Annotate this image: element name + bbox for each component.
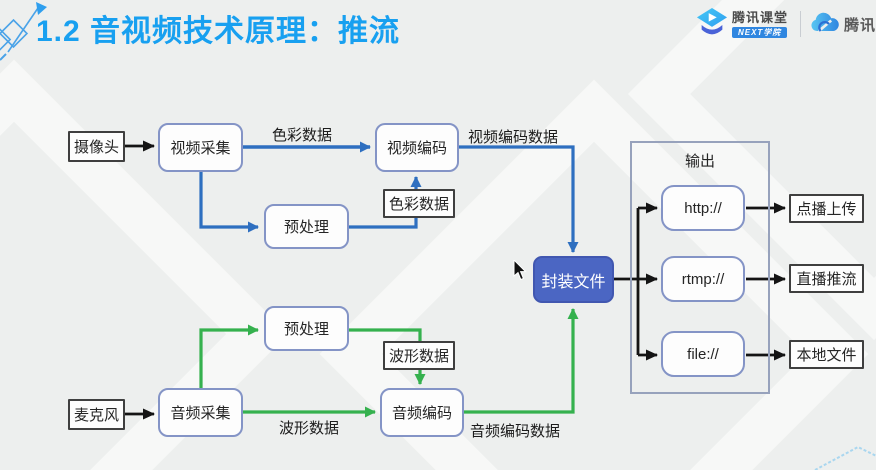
node-preprocess-audio: 预处理: [264, 306, 349, 351]
brand-area: 腾讯课堂 NEXT学院 腾讯: [696, 5, 876, 43]
node-camera: 摄像头: [68, 131, 125, 162]
label-video-encoded-data: 视频编码数据: [468, 129, 559, 146]
node-file: file://: [661, 331, 745, 377]
node-http: http://: [661, 185, 745, 231]
node-rtmp: rtmp://: [661, 256, 745, 302]
brand-divider: [799, 11, 801, 37]
arrow-video-encode-to-mux: [459, 145, 579, 253]
cloud-name: 腾讯: [843, 16, 876, 34]
mouse-cursor-icon: [513, 260, 527, 281]
tencent-classroom-logo-icon: [696, 8, 728, 35]
line-mux-to-output-branch: [614, 208, 640, 355]
node-audio-encode: 音频编码: [380, 388, 464, 437]
page-title: 1.2 音视频技术原理：推流: [36, 15, 401, 48]
node-video-capture: 视频采集: [158, 123, 243, 172]
label-waveform-data: 波形数据: [279, 420, 340, 437]
arrow-audio-capture-to-preprocess: [199, 324, 259, 388]
classroom-badge: NEXT学院: [731, 26, 788, 38]
node-waveform-box: 波形数据: [383, 341, 455, 370]
label-color-data: 色彩数据: [272, 127, 333, 144]
diamond-decor-icon: [0, 2, 47, 61]
arrow-video-capture-to-preprocess: [199, 172, 259, 233]
node-audio-capture: 音频采集: [158, 388, 243, 437]
node-vod-upload: 点播上传: [789, 194, 864, 223]
node-color-data-box: 色彩数据: [383, 189, 455, 218]
classroom-brand-text: 腾讯课堂 NEXT学院: [731, 9, 788, 38]
label-audio-encoded-data: 音频编码数据: [470, 423, 561, 440]
output-group: 输出: [630, 141, 770, 394]
tencent-cloud-logo-icon: [811, 12, 839, 33]
node-live-push: 直播推流: [789, 264, 864, 293]
node-video-encode: 视频编码: [375, 123, 459, 172]
corner-diamond-decor-icon: [814, 445, 876, 470]
node-local-file: 本地文件: [789, 340, 864, 369]
output-group-label: 输出: [684, 153, 715, 170]
node-preprocess-video: 预处理: [264, 204, 349, 249]
arrow-audio-encode-to-mux: [464, 308, 579, 414]
node-mic: 麦克风: [68, 399, 125, 430]
node-mux-file: 封装文件: [533, 256, 614, 303]
classroom-name: 腾讯课堂: [731, 9, 788, 25]
